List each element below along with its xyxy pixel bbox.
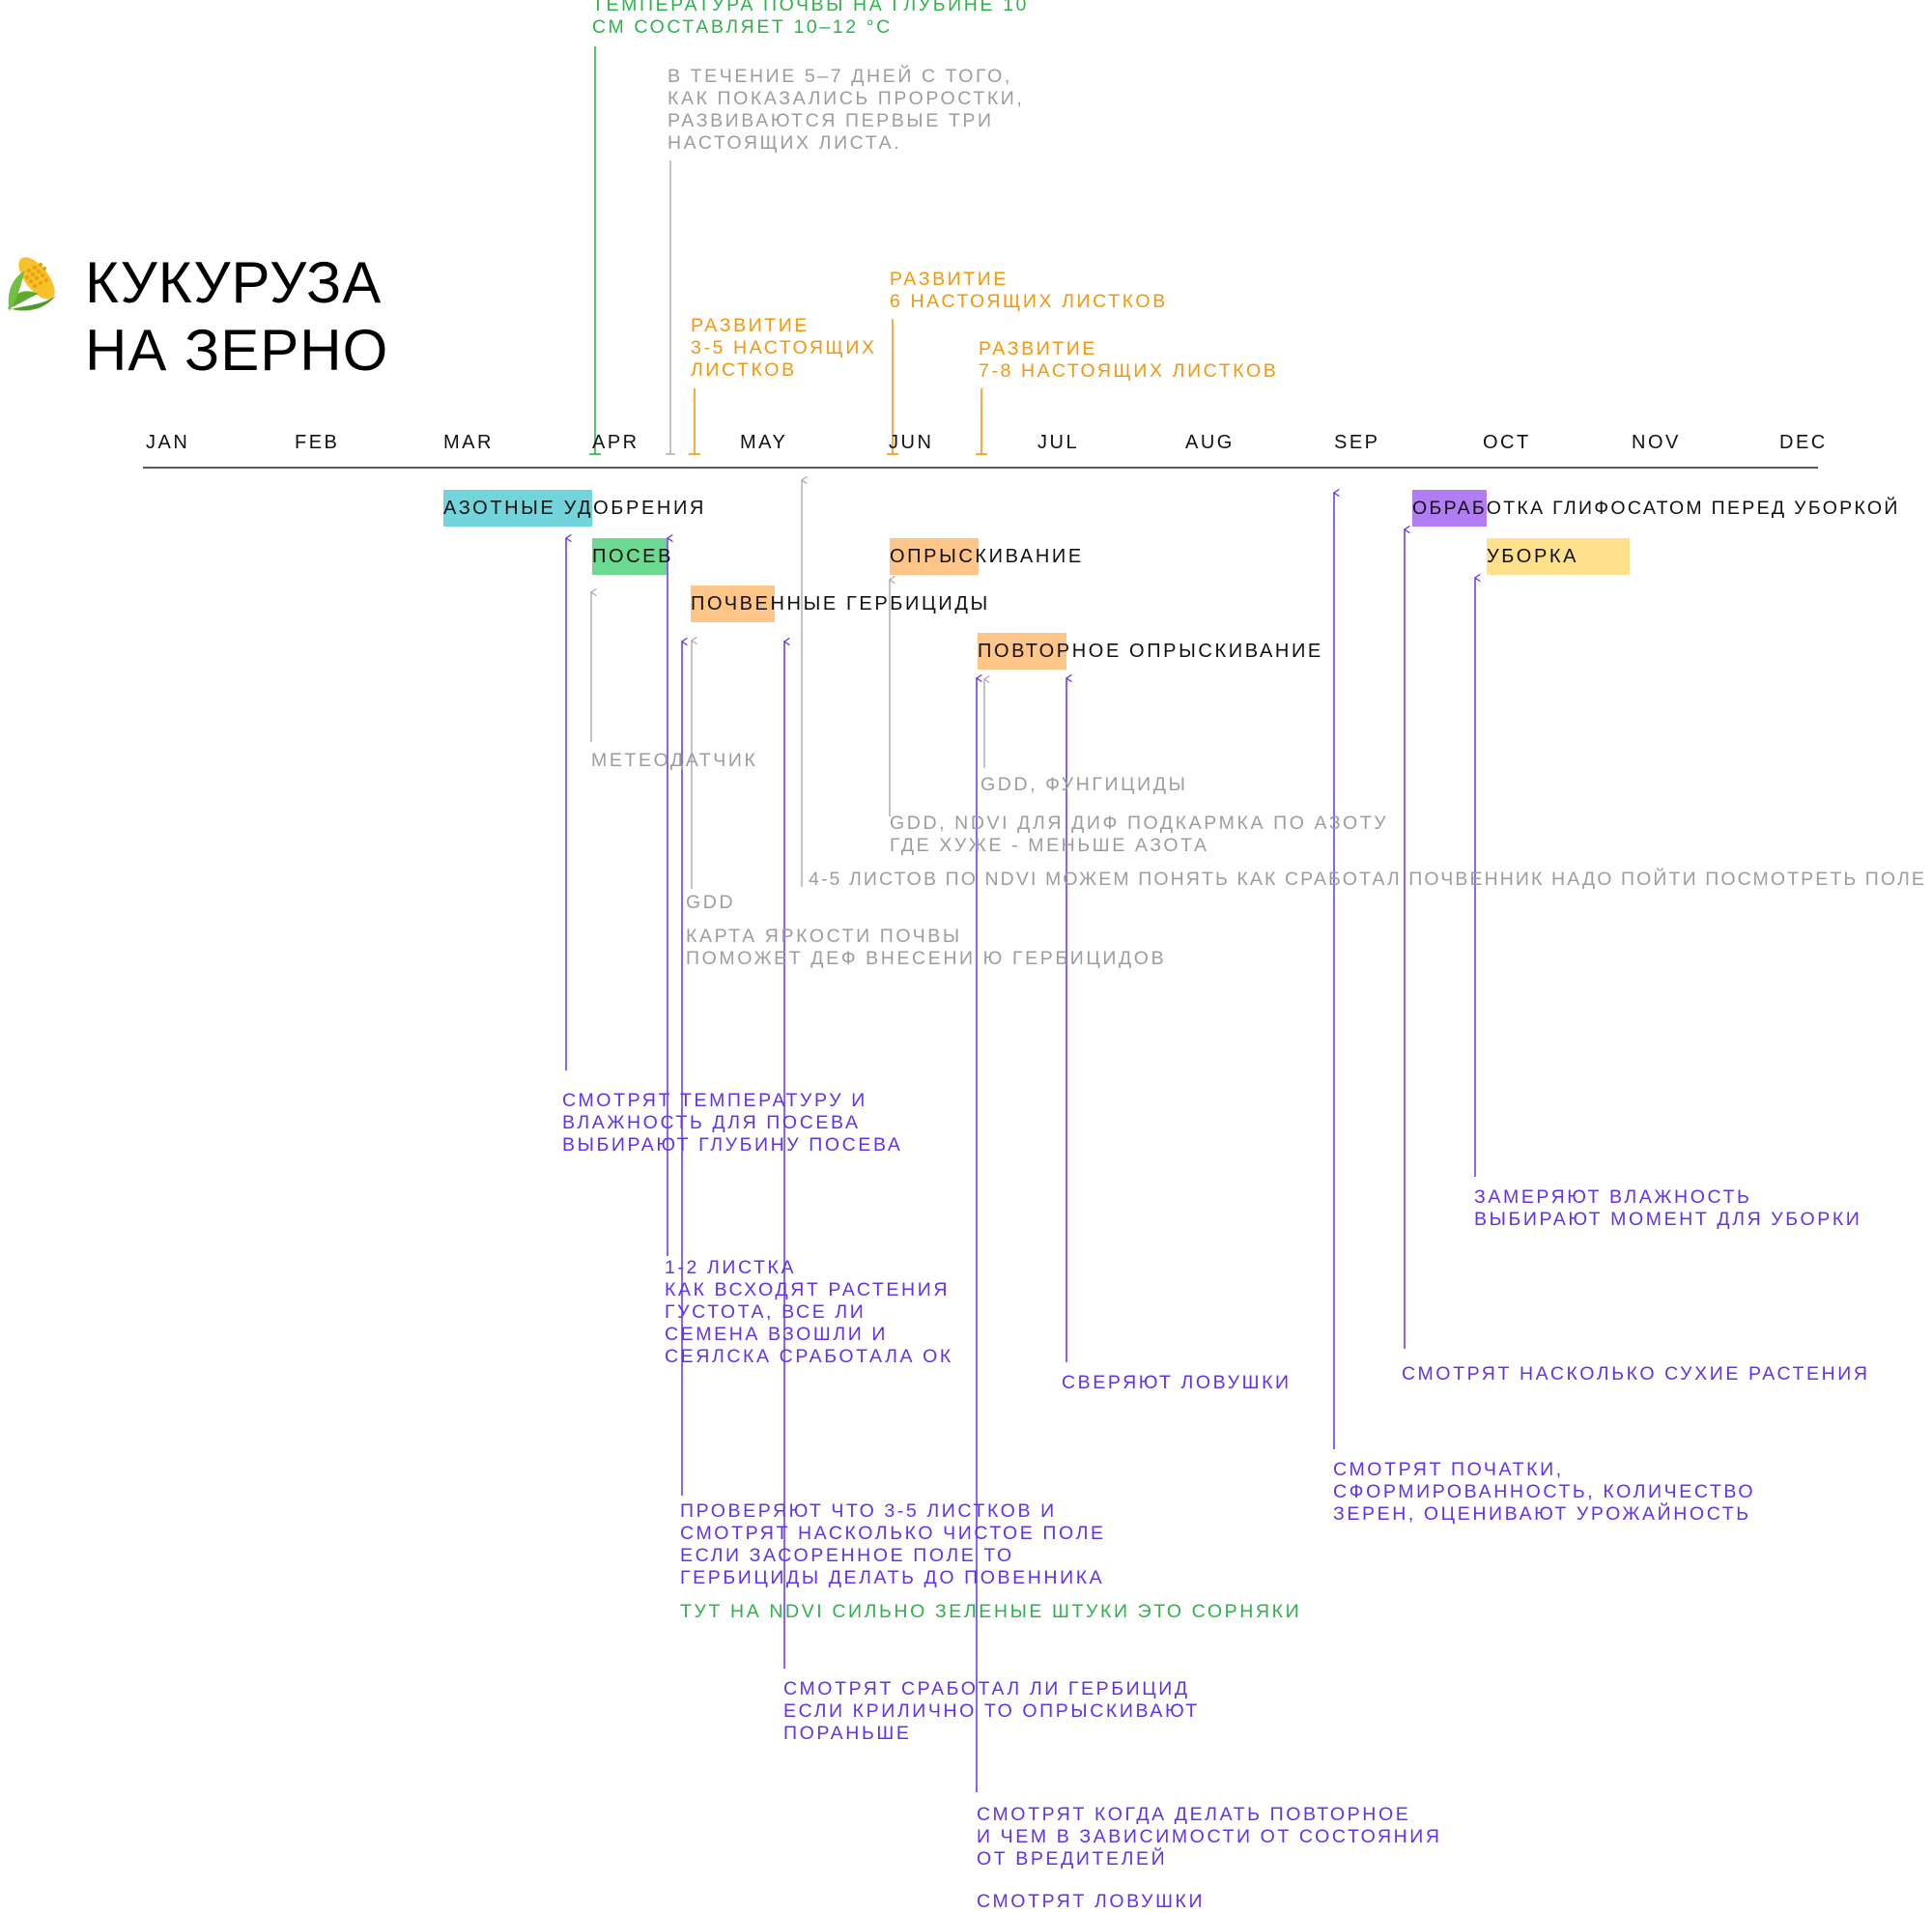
bar-repeat-spraying (978, 633, 1066, 670)
note-look-traps: СМОТРЯТ ЛОВУШКИ (977, 1891, 1206, 1912)
month-mar: MAR (443, 432, 494, 453)
label-nitrogen: АЗОТНЫЕ УДОБРЕНИЯ (443, 498, 706, 519)
corn-icon (8, 257, 56, 311)
note-first-leaves: В ТЕЧЕНИЕ 5–7 ДНЕЙ С ТОГО, КАК ПОКАЗАЛИС… (668, 66, 1025, 154)
month-jun: JUN (889, 432, 934, 453)
label-glyphosate: ОБРАБОТКА ГЛИФОСАТОМ ПЕРЕД УБОРКОЙ (1412, 498, 1900, 519)
note-soil-temp: ТЕМПЕРАТУРА ПОЧВЫ НА ГЛУБИНЕ 10 СМ СОСТА… (592, 0, 1029, 38)
note-leaves-1-2: 1-2 ЛИСТКА КАК ВСХОДЯТ РАСТЕНИЯ ГУСТОТА,… (665, 1257, 953, 1367)
note-temp-humidity: СМОТРЯТ ТЕМПЕРАТУРУ И ВЛАЖНОСТЬ ДЛЯ ПОСЕ… (562, 1090, 903, 1156)
label-spraying: ОПРЫСКИВАНИЕ (890, 546, 1084, 567)
month-oct: OCT (1483, 432, 1531, 453)
note-cobs: СМОТРЯТ ПОЧАТКИ, СФОРМИРОВАННОСТЬ, КОЛИЧ… (1333, 1459, 1756, 1525)
note-brightness-map: КАРТА ЯРКОСТИ ПОЧВЫ ПОМОЖЕТ ДЕФ ВНЕСЕНИ … (686, 926, 1167, 969)
bar-sowing (592, 538, 667, 575)
month-jul: JUL (1037, 432, 1080, 453)
bar-glyphosate (1412, 490, 1487, 527)
month-nov: NOV (1632, 432, 1681, 453)
note-dev-6: РАЗВИТИЕ 6 НАСТОЯЩИХ ЛИСТКОВ (890, 269, 1168, 312)
month-jan: JAN (146, 432, 190, 453)
note-gdd: GDD (686, 892, 736, 913)
label-harvest: УБОРКА (1487, 546, 1579, 567)
label-sowing: ПОСЕВ (592, 546, 674, 567)
bar-harvest (1487, 538, 1630, 575)
month-sep: SEP (1334, 432, 1380, 453)
month-aug: AUG (1185, 432, 1235, 453)
bar-nitrogen (443, 490, 592, 527)
note-gdd-ndvi: GDD, NDVI ДЛЯ ДИФ ПОДКАРМКА ПО АЗОТУ ГДЕ… (890, 813, 1389, 856)
note-meteo: МЕТЕОДАТЧИК (591, 750, 758, 771)
label-soil-herbicides: ПОЧВЕННЫЕ ГЕРБИЦИДЫ (691, 593, 990, 614)
note-gdd-fungicides: GDD, ФУНГИЦИДЫ (980, 774, 1188, 795)
note-check-3-5: ПРОВЕРЯЮТ ЧТО 3-5 ЛИСТКОВ И СМОТРЯТ НАСК… (680, 1500, 1106, 1588)
note-when-repeat: СМОТРЯТ КОГДА ДЕЛАТЬ ПОВТОРНОЕ И ЧЕМ В З… (977, 1804, 1442, 1870)
note-dev-3-5: РАЗВИТИЕ 3-5 НАСТОЯЩИХ ЛИСТКОВ (691, 315, 877, 381)
label-repeat-spraying: ПОВТОРНОЕ ОПРЫСКИВАНИЕ (978, 641, 1323, 662)
note-ndvi-weeds: ТУТ НА NDVI СИЛЬНО ЗЕЛЕНЫЕ ШТУКИ ЭТО СОР… (680, 1601, 1302, 1622)
month-apr: APR (592, 432, 639, 453)
page-title: КУКУРУЗА НА ЗЕРНО (85, 250, 389, 383)
note-check-traps: СВЕРЯЮТ ЛОВУШКИ (1062, 1372, 1292, 1393)
note-dev-7-8: РАЗВИТИЕ 7-8 НАСТОЯЩИХ ЛИСТКОВ (979, 338, 1279, 382)
note-dry-plants: СМОТРЯТ НАСКОЛЬКО СУХИЕ РАСТЕНИЯ (1402, 1363, 1870, 1385)
month-may: MAY (740, 432, 788, 453)
note-leaves-ndvi: 4-5 ЛИСТОВ ПО NDVI МОЖЕМ ПОНЯТЬ КАК СРАБ… (809, 869, 1926, 890)
bar-soil-herbicides (691, 585, 775, 622)
bar-spraying (890, 538, 979, 575)
month-dec: DEC (1779, 432, 1828, 453)
note-herbicide-worked: СМОТРЯТ СРАБОТАЛ ЛИ ГЕРБИЦИД ЕСЛИ КРИЛИЧ… (783, 1678, 1200, 1744)
note-moisture: ЗАМЕРЯЮТ ВЛАЖНОСТЬ ВЫБИРАЮТ МОМЕНТ ДЛЯ У… (1474, 1186, 1862, 1230)
month-feb: FEB (295, 432, 340, 453)
